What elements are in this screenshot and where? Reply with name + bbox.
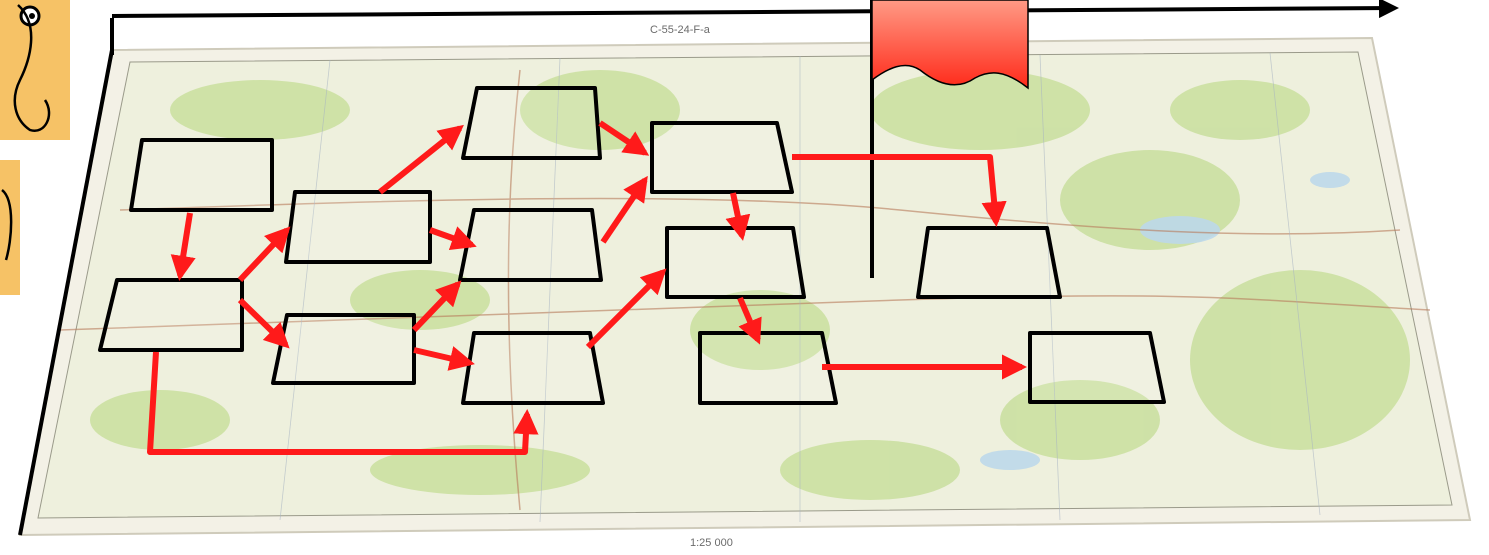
mascot-figure (0, 0, 70, 295)
box-11 (918, 228, 1060, 297)
box-3 (286, 192, 430, 262)
map-sheet-code: C-55-24-F-a (650, 24, 711, 36)
box-12 (1030, 333, 1164, 402)
box-5 (463, 88, 600, 158)
box-4 (273, 315, 414, 383)
box-8 (652, 123, 792, 192)
box-10 (700, 333, 836, 403)
box-9 (667, 228, 804, 297)
box-1 (131, 140, 272, 210)
map-scale-label: 1:25 000 (690, 537, 733, 549)
box-2 (100, 280, 242, 350)
box-7 (463, 333, 603, 403)
box-6 (460, 210, 601, 280)
